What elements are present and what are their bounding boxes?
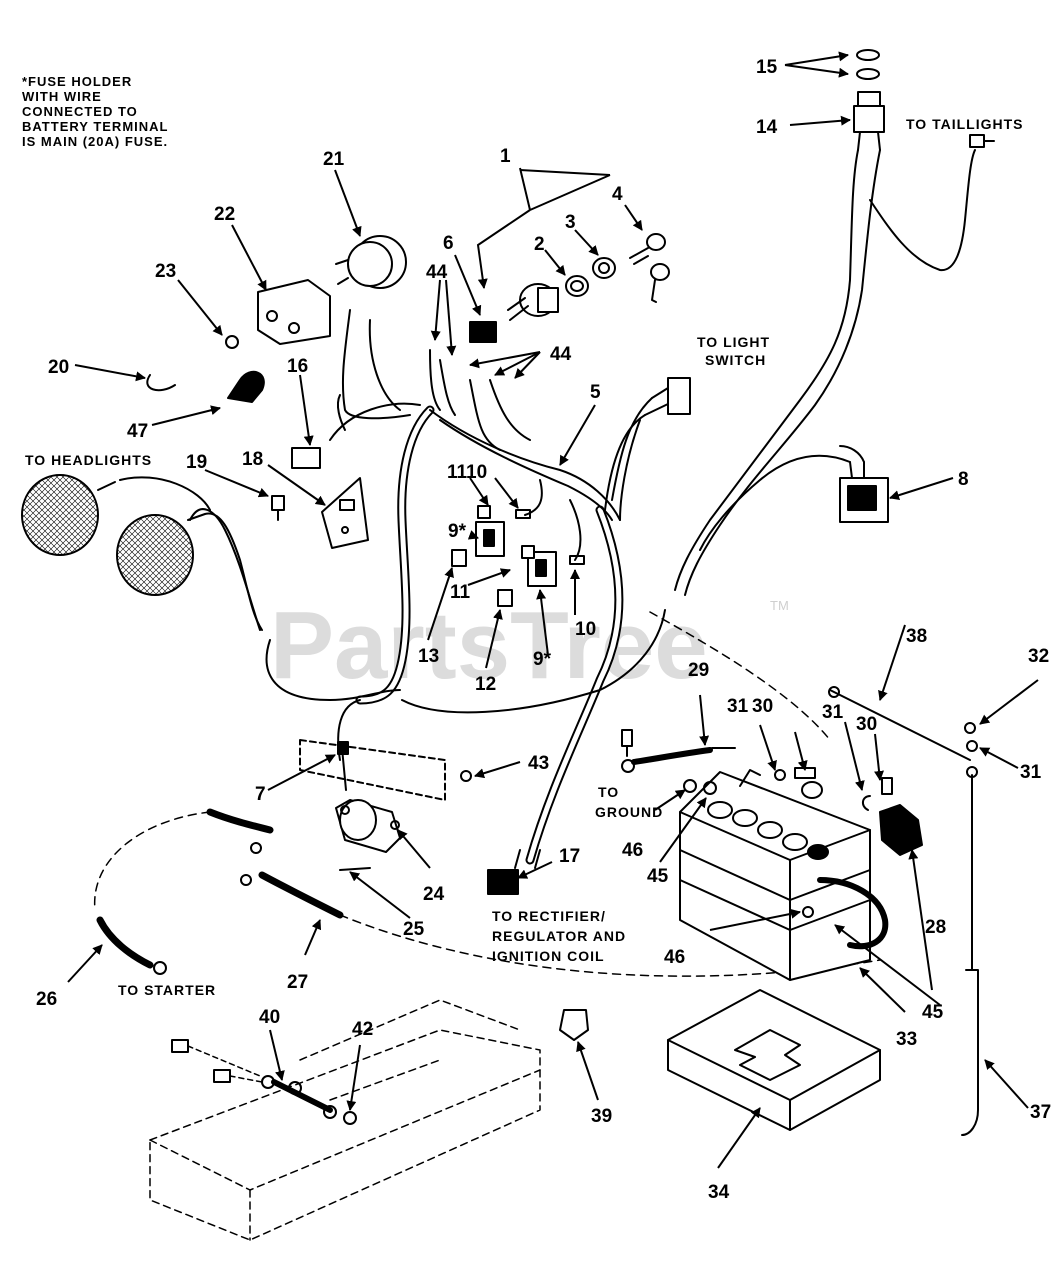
callout-45-right: 45 xyxy=(922,1002,944,1023)
callout-3: 3 xyxy=(565,212,576,233)
fuses-drawing xyxy=(451,505,585,607)
callout-4: 4 xyxy=(612,184,623,205)
frame-drawing xyxy=(149,999,541,1241)
callout-24: 24 xyxy=(423,884,445,905)
callout-38: 38 xyxy=(906,626,927,647)
switch-8-drawing xyxy=(699,445,889,551)
callout-45-left: 45 xyxy=(647,866,669,887)
callout-10-upper: 10 xyxy=(466,462,487,483)
headlights-drawing xyxy=(21,474,263,631)
ammeter-drawing xyxy=(225,235,407,349)
callout-42: 42 xyxy=(352,1019,373,1040)
ground-cable-drawing xyxy=(621,729,816,795)
callout-27: 27 xyxy=(287,972,308,993)
wiring-harness-drawing xyxy=(119,309,666,869)
callout-1: 1 xyxy=(500,146,511,167)
callout-9-lower: 9* xyxy=(533,649,552,670)
callout-19: 19 xyxy=(186,452,207,473)
callout-31-middle: 31 xyxy=(822,702,844,723)
callout-43: 43 xyxy=(528,753,549,774)
callout-15: 15 xyxy=(756,57,778,78)
ignition-switch-drawing xyxy=(507,233,670,321)
hold-down-rod-drawing xyxy=(828,686,979,1136)
callout-34: 34 xyxy=(708,1182,730,1203)
callout-32: 32 xyxy=(1028,646,1049,667)
to-taillights-label: TO TAILLIGHTS xyxy=(906,116,1023,132)
callout-17: 17 xyxy=(559,846,580,867)
callout-11-lower: 11 xyxy=(450,582,471,603)
callout-23: 23 xyxy=(155,261,176,282)
callout-30-right: 30 xyxy=(856,714,877,735)
callout-47: 47 xyxy=(127,421,148,442)
to-light-switch-label-1: TO LIGHT xyxy=(697,334,770,350)
callout-26: 26 xyxy=(36,989,57,1010)
callout-13: 13 xyxy=(418,646,439,667)
callout-9-upper: 9* xyxy=(448,521,467,542)
callout-11-upper: 11 xyxy=(447,462,468,483)
bracket-18-drawing xyxy=(271,477,369,549)
terminal-cover-28-drawing xyxy=(879,804,923,856)
callout-46-lower: 46 xyxy=(664,947,685,968)
clip-39-drawing xyxy=(559,1009,589,1041)
callout-25: 25 xyxy=(403,919,425,940)
callout-21: 21 xyxy=(323,149,345,170)
callout-14: 14 xyxy=(756,117,778,138)
to-ground-label-1: TO xyxy=(598,784,619,800)
fuse-holder-16-drawing xyxy=(291,447,321,469)
callout-33: 33 xyxy=(896,1029,917,1050)
battery-drawing xyxy=(679,771,889,981)
callout-2: 2 xyxy=(534,234,545,255)
connector-6-drawing xyxy=(469,321,497,343)
watermark-tm: TM xyxy=(770,598,789,613)
leader-lines xyxy=(67,51,1039,1169)
callout-29: 29 xyxy=(688,660,709,681)
callout-31-right: 31 xyxy=(1020,762,1042,783)
callout-12: 12 xyxy=(475,674,496,695)
callout-44-lower: 44 xyxy=(550,344,572,365)
to-rectifier-label-3: IGNITION COIL xyxy=(492,948,605,964)
callout-30-left: 30 xyxy=(752,696,773,717)
to-headlights-label: TO HEADLIGHTS xyxy=(25,452,152,468)
battery-tray-drawing xyxy=(667,989,881,1131)
callout-28: 28 xyxy=(925,917,946,938)
callout-31-left: 31 xyxy=(727,696,749,717)
watermark-text: PartsTree xyxy=(270,592,708,699)
callout-37: 37 xyxy=(1030,1102,1051,1123)
callout-18: 18 xyxy=(242,449,263,470)
to-rectifier-label-1: TO RECTIFIER/ xyxy=(492,908,606,924)
callout-46-upper: 46 xyxy=(622,840,643,861)
fuse-holder-note: *FUSE HOLDER WITH WIRE CONNECTED TO BATT… xyxy=(22,74,169,149)
callout-10-lower: 10 xyxy=(575,619,596,640)
to-light-switch-label-2: SWITCH xyxy=(705,352,766,368)
callout-8: 8 xyxy=(958,469,969,490)
callout-40: 40 xyxy=(259,1007,280,1028)
to-rectifier-label-2: REGULATOR AND xyxy=(492,928,626,944)
to-ground-label-2: GROUND xyxy=(595,804,663,820)
callout-7: 7 xyxy=(255,784,266,805)
callout-22: 22 xyxy=(214,204,235,225)
clip-20-drawing xyxy=(146,374,176,392)
callout-5: 5 xyxy=(590,382,601,403)
ground-bracket-drawing xyxy=(171,1039,357,1125)
callout-20: 20 xyxy=(48,357,69,378)
callout-44-upper: 44 xyxy=(426,262,448,283)
callout-16: 16 xyxy=(287,356,308,377)
callout-39: 39 xyxy=(591,1106,612,1127)
taillight-switch-drawing xyxy=(674,49,995,596)
clamp-47-drawing xyxy=(227,370,265,403)
battery-cables-drawing xyxy=(94,611,881,977)
to-starter-label: TO STARTER xyxy=(118,982,216,998)
callout-6: 6 xyxy=(443,233,454,254)
light-switch-connector-drawing xyxy=(604,377,691,511)
solenoid-drawing xyxy=(299,739,472,871)
connector-17-drawing xyxy=(487,869,519,895)
